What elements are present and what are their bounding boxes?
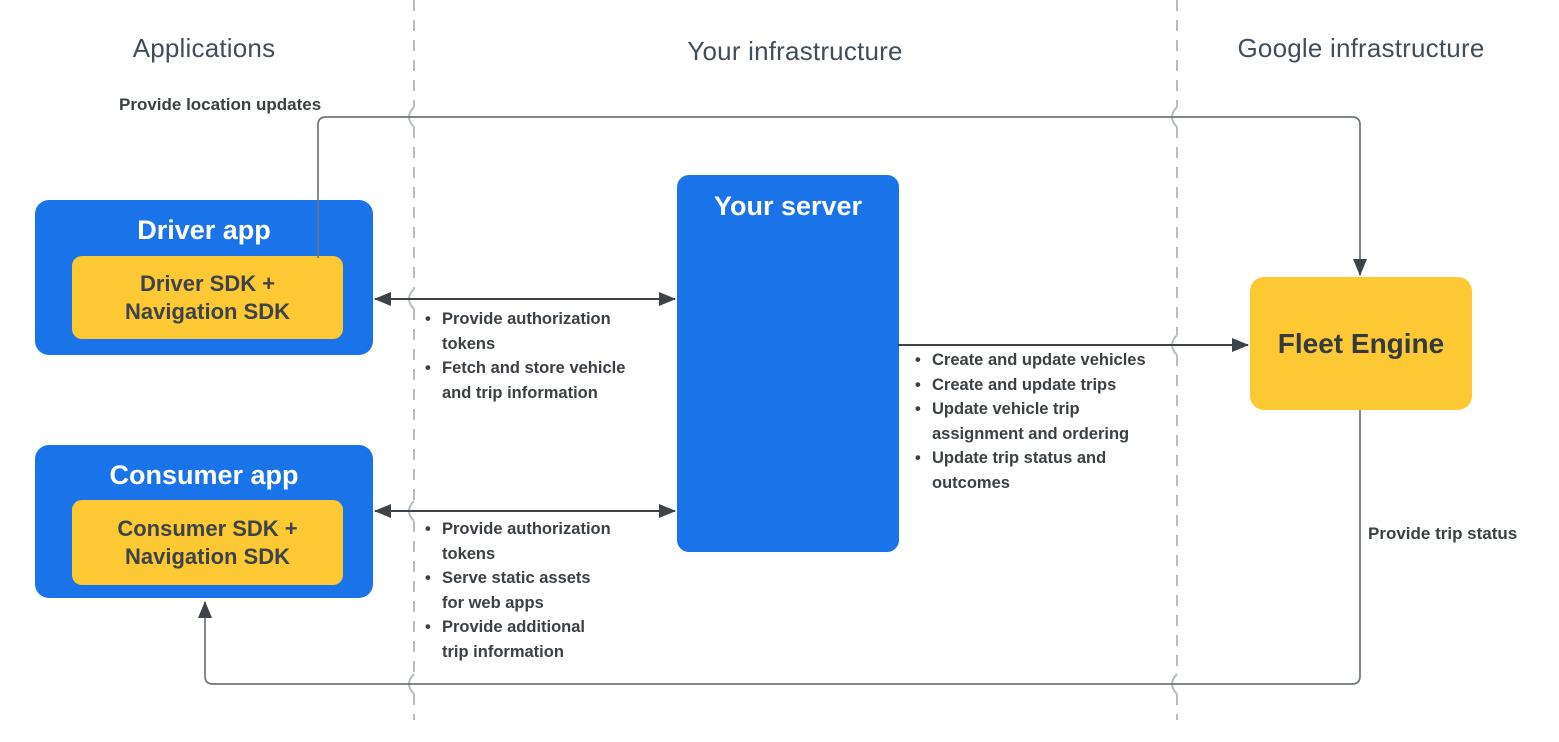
label-provide-location-updates: Provide location updates: [119, 95, 322, 114]
consumer-sdk-node: Consumer SDK + Navigation SDK: [72, 500, 343, 585]
bullet-item: Create and update trips: [915, 373, 1155, 398]
column-divider-right: [1171, 0, 1178, 720]
column-divider-left: [408, 0, 415, 720]
bullet-item: Create and update vehicles: [915, 348, 1155, 373]
column-header-your-infrastructure: Your infrastructure: [687, 36, 903, 66]
server-fleet-bullet-list: Create and update vehicles Create and up…: [915, 348, 1155, 495]
consumer-app-node: Consumer app Consumer SDK + Navigation S…: [35, 445, 373, 598]
your-server-node: Your server: [677, 175, 899, 552]
bullet-item: Serve static assets for web apps: [425, 566, 611, 615]
driver-app-node: Driver app Driver SDK + Navigation SDK: [35, 200, 373, 355]
bullet-item: Fetch and store vehicle and trip informa…: [425, 356, 630, 405]
driver-app-title: Driver app: [137, 215, 271, 245]
column-header-google-infrastructure: Google infrastructure: [1237, 33, 1485, 63]
driver-sdk-node: Driver SDK + Navigation SDK: [72, 256, 343, 339]
label-provide-trip-status: Provide trip status: [1368, 524, 1518, 543]
your-server-title: Your server: [713, 191, 863, 221]
consumer-app-title: Consumer app: [109, 460, 299, 490]
fleet-engine-title: Fleet Engine: [1277, 327, 1445, 359]
bullet-item: Update vehicle trip assignment and order…: [915, 397, 1155, 446]
driver-server-bullet-list: Provide authorization tokens Fetch and s…: [425, 307, 630, 405]
bullet-item: Provide authorization tokens: [425, 517, 611, 566]
column-header-applications: Applications: [132, 33, 276, 63]
bullet-item: Update trip status and outcomes: [915, 446, 1155, 495]
bullet-item: Provide authorization tokens: [425, 307, 630, 356]
bullet-item: Provide additional trip information: [425, 615, 611, 664]
fleet-engine-node: Fleet Engine: [1250, 277, 1472, 410]
consumer-server-bullet-list: Provide authorization tokens Serve stati…: [425, 517, 611, 664]
